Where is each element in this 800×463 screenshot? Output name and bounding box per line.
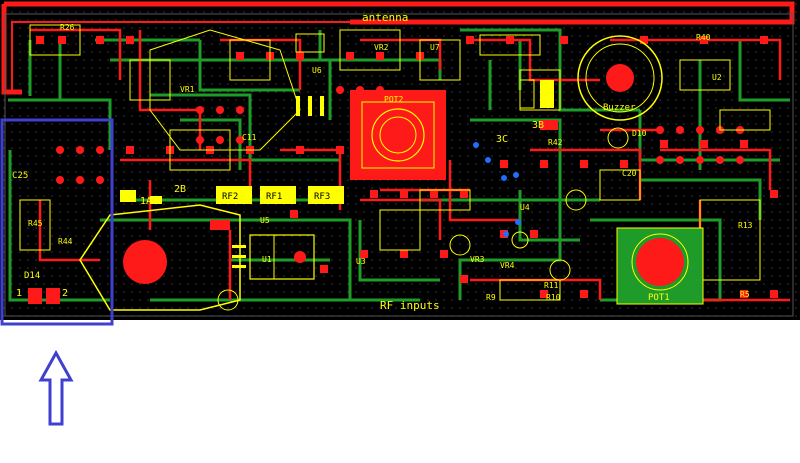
vr3-label: VR3	[470, 255, 485, 264]
u6-footprint	[149, 29, 301, 151]
r5-label: R5	[740, 290, 750, 299]
label-3b: 3B	[532, 120, 544, 131]
u7-label: U7	[430, 43, 440, 52]
capacitor-outlines	[217, 127, 629, 311]
pot2-footprint	[350, 90, 446, 180]
rf2-label: RF2	[222, 192, 238, 202]
c11-label: C11	[242, 133, 257, 142]
highlight-box	[0, 118, 114, 326]
r42-label: R42	[548, 138, 563, 147]
r26-label: R26	[60, 23, 75, 32]
regulator-u1	[249, 234, 315, 280]
c25-label: C25	[12, 171, 28, 181]
u3-label: U3	[356, 257, 366, 266]
r9-label: R9	[486, 293, 496, 302]
r45-label: R45	[28, 219, 43, 228]
d14-label: D14	[24, 271, 40, 281]
d10-label: D10	[632, 129, 647, 138]
vias	[473, 142, 521, 237]
u7-footprint	[419, 39, 461, 81]
label-3c: 3C	[496, 134, 508, 145]
octagon-footprint	[79, 204, 241, 311]
rf-inputs-label: RF inputs	[380, 299, 440, 312]
r10-label: R10	[546, 293, 561, 302]
u1-label: U1	[262, 255, 272, 264]
u6-label: U6	[312, 66, 322, 75]
rf2-block	[216, 186, 252, 204]
rf3-block	[308, 186, 344, 204]
silkscreen	[19, 24, 771, 301]
label-2b: 2B	[174, 184, 186, 195]
c20-label: C20	[622, 169, 637, 178]
r13-label: R13	[738, 221, 753, 230]
up-arrow-icon	[38, 350, 74, 426]
vr2-label: VR2	[374, 43, 389, 52]
pot2-label: POT2	[384, 95, 403, 104]
u5-label: U5	[260, 216, 270, 225]
rf1-block	[260, 186, 296, 204]
antenna-label: antenna	[362, 11, 408, 24]
vr4-label: VR4	[500, 261, 515, 270]
buzzer-footprint	[577, 35, 663, 121]
r40-label: R40	[696, 33, 711, 42]
label-1a: 1A	[140, 196, 152, 207]
pin-2-label: 2	[62, 288, 68, 299]
u4-label: U4	[520, 203, 530, 212]
r11-label: R11	[544, 281, 559, 290]
vr1-label: VR1	[180, 85, 195, 94]
antenna-trace	[1, 1, 795, 95]
rf3-label: RF3	[314, 192, 330, 202]
pot1-label: POT1	[648, 293, 670, 303]
pin-1-label: 1	[16, 288, 22, 299]
u2-label: U2	[712, 73, 722, 82]
rf1-label: RF1	[266, 192, 282, 202]
pcb-layout-image: POT2 Buzzer POT1 U1 RF2 RF1 RF3 2B 1A 3B…	[0, 0, 800, 326]
r44-label: R44	[58, 237, 73, 246]
buzzer-label: Buzzer	[603, 103, 636, 113]
